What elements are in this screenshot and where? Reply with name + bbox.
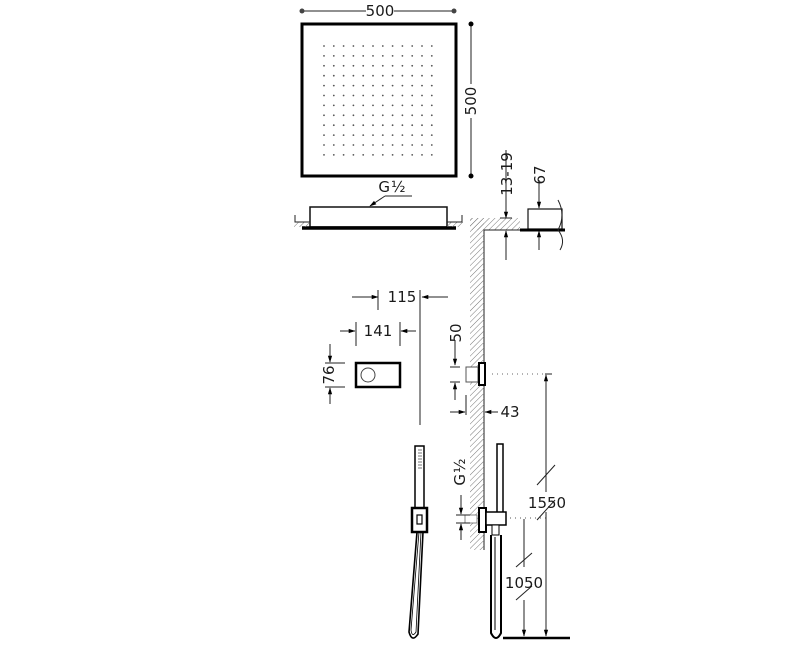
nozzle-grid — [323, 45, 433, 156]
label-handshower-thread-frac: ½ — [451, 458, 469, 473]
label-head-thread: G — [378, 178, 390, 196]
control-plate-front-view: 115 141 76 — [320, 288, 448, 425]
hand-shower-front-view — [408, 445, 429, 639]
svg-text:G½: G½ — [451, 458, 469, 485]
label-head-depth: 67 — [531, 165, 549, 184]
label-holder-height: 1050 — [505, 574, 543, 592]
dimension-head-width: 500 — [299, 2, 457, 20]
label-control-height: 76 — [320, 365, 338, 384]
dimension-head-height: 500 — [462, 21, 480, 179]
label-head-thread-frac: ½ — [391, 178, 406, 196]
hand-shower-side-view: G½ — [451, 443, 548, 639]
shower-head-outline — [300, 22, 458, 178]
label-control-depth-outer: 115 — [388, 288, 417, 306]
dimension-holder-height: 1050 — [505, 519, 543, 637]
dimension-outlet-height: 1550 — [528, 373, 566, 637]
shower-head-side-view: G½ — [294, 178, 463, 230]
label-head-width: 500 — [366, 2, 395, 20]
label-handshower-thread: G — [451, 474, 469, 486]
label-head-height: 500 — [462, 87, 480, 116]
label-control-width: 141 — [364, 322, 393, 340]
control-plate — [354, 361, 402, 389]
shower-head-top-view: 500 500 — [299, 2, 480, 179]
wall-section — [470, 218, 520, 550]
svg-text:G½: G½ — [378, 178, 405, 196]
label-outlet-offset: 50 — [447, 323, 465, 342]
ceiling-mount-detail: 13-19 67 — [498, 150, 565, 260]
label-ceiling-thickness: 13-19 — [498, 152, 516, 196]
label-outlet-projection: 43 — [500, 403, 519, 421]
wall-outlet-side-view: 50 43 — [447, 323, 548, 421]
thermostat-knob — [360, 367, 376, 383]
label-outlet-height: 1550 — [528, 494, 566, 512]
